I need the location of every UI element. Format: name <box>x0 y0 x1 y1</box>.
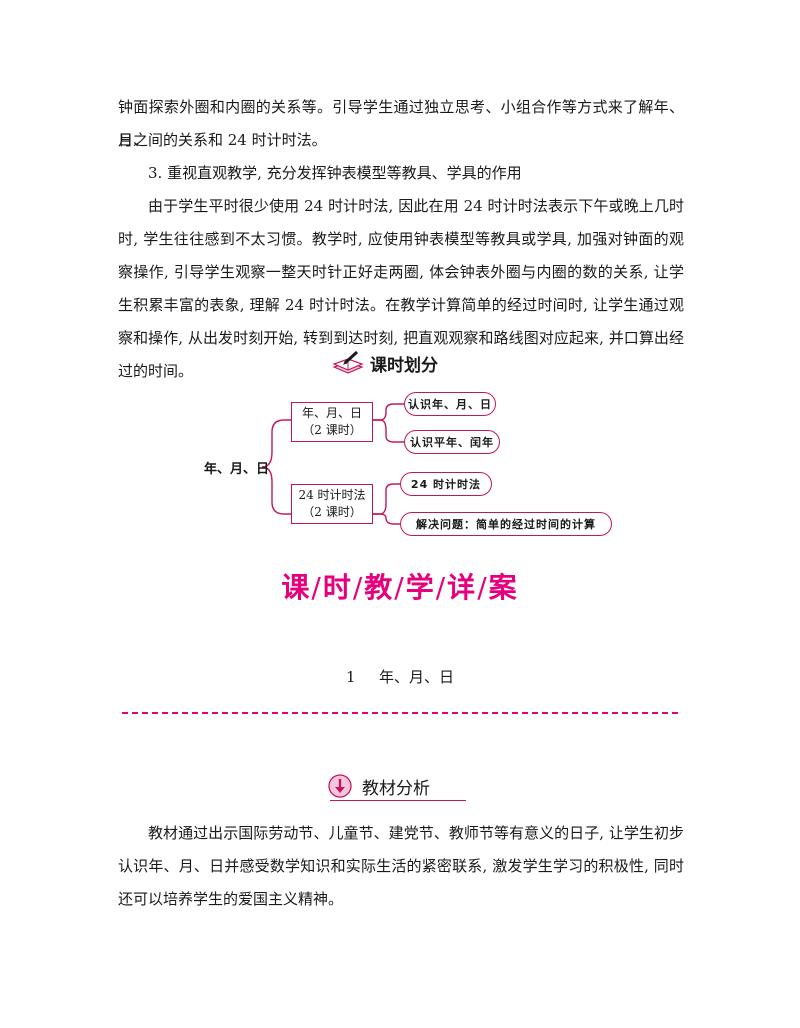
schedule-group-box: 年、月、日 （2 课时） <box>291 402 373 442</box>
schedule-root: 年、月、日 <box>204 462 270 477</box>
paragraph-continuation-line1: 钟面探索外圈和内圈的关系等。引导学生通过独立思考、小组合作等方式来了解年、月、 <box>118 98 684 149</box>
analysis-heading-underline <box>330 800 466 801</box>
schedule-item-pill: 解决问题：简单的经过时间的计算 <box>400 512 612 536</box>
schedule-group-title: 24 时计时法 <box>298 488 366 502</box>
banner-separator: / <box>394 571 406 604</box>
schedule-group-title: 年、月、日 <box>301 406 362 420</box>
point-3-body: 由于学生平时很少使用 24 时计时法, 因此在用 24 时计时法表示下午或晚上几… <box>118 197 684 380</box>
banner-char: 学 <box>405 571 436 604</box>
banner-char: 教 <box>364 571 395 604</box>
schedule-group-box: 24 时计时法 （2 课时） <box>291 484 373 524</box>
schedule-heading-text: 课时划分 <box>370 355 438 376</box>
schedule-heading: 课时划分 <box>332 348 438 378</box>
banner-char: 案 <box>488 571 519 604</box>
banner-separator: / <box>352 571 365 604</box>
point-3-heading: 3. 重视直观教学, 充分发挥钟表模型等教具、学具的作用 <box>148 164 522 182</box>
lesson-plan-banner: 课/时/教/学/详/案 <box>0 566 800 606</box>
banner-separator: / <box>477 571 489 604</box>
schedule-item-pill: 24 时计时法 <box>400 472 492 496</box>
banner-separator: / <box>311 571 323 604</box>
lesson-name: 年、月、日 <box>379 668 455 686</box>
analysis-heading-text: 教材分析 <box>362 778 430 799</box>
banner-char: 课 <box>281 571 312 604</box>
lesson-title: 1 年、月、日 <box>0 666 800 687</box>
dashed-divider <box>122 712 678 714</box>
schedule-item-pill: 认识平年、闰年 <box>404 430 500 454</box>
banner-char: 详 <box>447 571 478 604</box>
schedule-item-pill: 认识年、月、日 <box>404 392 496 416</box>
down-arrow-circle-icon <box>328 774 352 798</box>
paragraph-continuation-line2: 日之间的关系和 24 时计时法。 <box>118 131 327 149</box>
banner-char: 时 <box>322 571 353 604</box>
schedule-group-hours: （2 课时） <box>302 423 362 437</box>
banner-separator: / <box>435 571 448 604</box>
schedule-group-hours: （2 课时） <box>302 505 362 519</box>
analysis-body: 教材通过出示国际劳动节、儿童节、建党节、教师节等有意义的日子, 让学生初步认识年… <box>118 824 684 908</box>
analysis-heading: 教材分析 <box>328 772 430 800</box>
open-book-pencil-icon <box>332 349 364 377</box>
lesson-number: 1 <box>345 668 356 686</box>
